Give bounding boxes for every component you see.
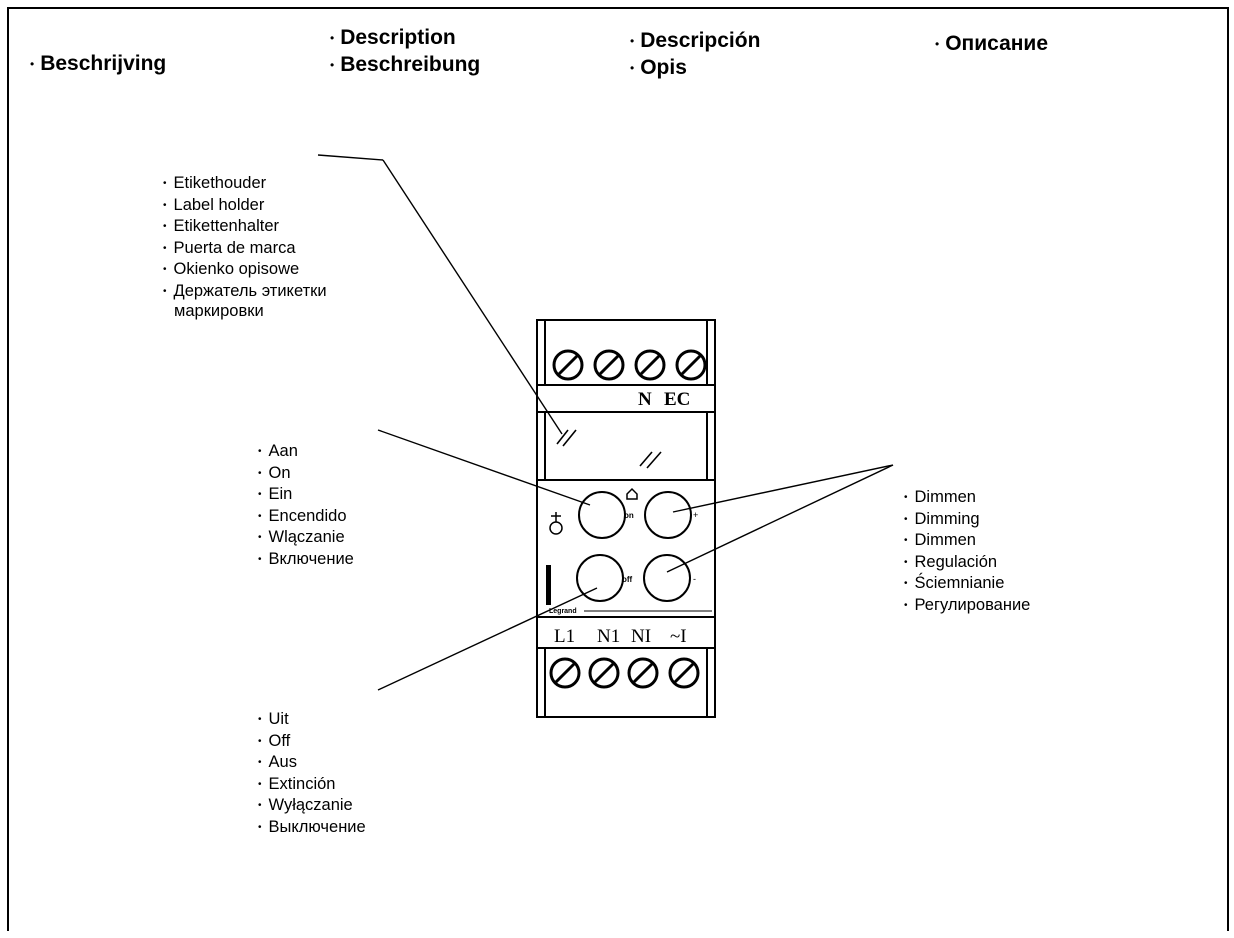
terminal-label-l1: L1 [554, 626, 575, 647]
led-indicator [546, 565, 551, 605]
terminal-label-n: N [638, 389, 652, 410]
home-icon [626, 487, 638, 500]
top-terminals [552, 349, 707, 381]
callout-item: On [258, 463, 354, 485]
on-callout: Aan On Ein Encendido Wlączanie Включение [258, 441, 354, 571]
label-holder-window [544, 411, 708, 481]
callout-item: Encendido [258, 506, 354, 528]
heading-ru: Описание [935, 32, 1048, 56]
heading-en: Description [330, 26, 456, 50]
callout-item: Etikettenhalter [163, 216, 327, 238]
on-button-label: on [624, 511, 634, 520]
terminal-label-ni: NI [631, 626, 651, 647]
callout-item: Extinción [258, 774, 366, 796]
label-holder-callout: Etikethouder Label holder Etikettenhalte… [163, 173, 327, 303]
off-button[interactable] [576, 554, 624, 602]
terminal-label-ec: EC [664, 389, 690, 410]
callout-item: Регулирование [904, 595, 1031, 617]
dim-down-button[interactable] [643, 554, 691, 602]
off-callout: Uit Off Aus Extinción Wyłączanie Выключе… [258, 709, 366, 839]
heading-es: Descripción [630, 29, 760, 53]
callout-item: Uit [258, 709, 366, 731]
bottom-terminals [549, 657, 700, 689]
callout-item: Выключение [258, 817, 366, 839]
callout-item: Etikethouder [163, 173, 327, 195]
dim-up-button[interactable] [644, 491, 692, 539]
callout-item: Dimming [904, 509, 1030, 531]
callout-item: Puerta de marca [163, 238, 327, 260]
callout-item: Okienko opisowe [163, 259, 327, 281]
heading-pl: Opis [630, 56, 687, 80]
device-body [536, 319, 716, 718]
callout-item: Включение [258, 549, 354, 571]
callout-item: Label holder [163, 195, 327, 217]
on-button[interactable] [578, 491, 626, 539]
callout-item: Regulación [904, 552, 1030, 574]
callout-item: Dimmen [904, 487, 1030, 509]
callout-item: Wlączanie [258, 527, 354, 549]
off-button-label: off [622, 575, 633, 584]
callout-item: Aus [258, 752, 366, 774]
dimming-callout: Dimmen Dimming Dimmen Regulación Ściemni… [904, 487, 1031, 617]
leader-lines [317, 154, 894, 691]
callout-item: Aan [258, 441, 354, 463]
glass-reflection-marks [556, 429, 662, 469]
callout-item: Держатель этикетки [163, 281, 327, 303]
minus-label: - [693, 574, 696, 584]
callout-item: Wyłączanie [258, 795, 366, 817]
callout-item: Ein [258, 484, 354, 506]
lightbulb-icon [549, 512, 563, 535]
label-holder-continuation: маркировки [174, 302, 264, 320]
diagram-frame [7, 7, 1229, 931]
heading-de: Beschreibung [330, 53, 480, 77]
callout-item: Ściemnianie [904, 573, 1030, 595]
callout-item: Off [258, 731, 366, 753]
plus-label: + [693, 510, 698, 520]
heading-nl: Beschrijving [30, 52, 166, 76]
brand-logo: Legrand [549, 608, 577, 615]
terminal-label-n1: N1 [597, 626, 620, 647]
callout-item: Dimmen [904, 530, 1030, 552]
terminal-label-load: ~I [670, 626, 687, 647]
